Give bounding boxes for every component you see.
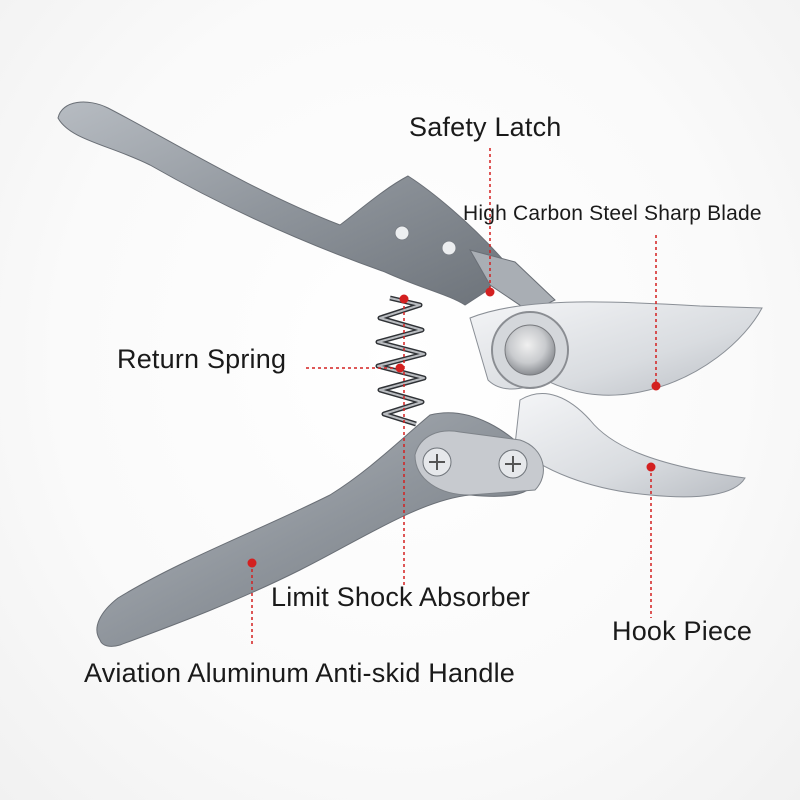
label-return-spring: Return Spring: [117, 344, 287, 374]
marker-dot: [485, 287, 495, 297]
label-safety-latch: Safety Latch: [409, 112, 562, 142]
pivot-nut: [504, 324, 556, 376]
blade-plate: [414, 430, 544, 496]
label-hook-piece: Hook Piece: [612, 616, 753, 646]
label-handle: Aviation Aluminum Anti-skid Handle: [84, 658, 516, 688]
upper-handle: [57, 101, 506, 306]
rivet: [441, 240, 457, 256]
hook-blade: [514, 393, 746, 498]
marker-dot: [395, 363, 405, 373]
label-shock-absorber: Limit Shock Absorber: [271, 582, 531, 612]
marker-dot: [646, 462, 656, 472]
label-blade: High Carbon Steel Sharp Blade: [463, 202, 762, 225]
rivet: [394, 225, 410, 241]
marker-dot: [651, 381, 661, 391]
marker-dot: [399, 294, 409, 304]
marker-dot: [247, 558, 257, 568]
